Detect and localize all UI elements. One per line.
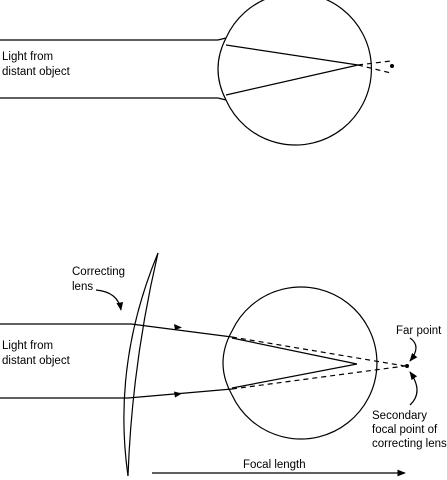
top-image-point	[390, 64, 394, 68]
top-light-label-line1: Light from	[2, 51, 53, 63]
top-dashed-ray-lower	[357, 60, 392, 66]
top-light-label-line2: distant object	[2, 66, 71, 78]
far-point-label: Far point	[396, 325, 442, 337]
secondary-focal-pointer	[409, 371, 418, 406]
top-cornea-entry-upper	[217, 37, 227, 41]
top-refracted-ray-upper	[225, 44, 359, 66]
top-cornea-entry-lower	[217, 97, 227, 101]
correcting-lens-label-line1: Correcting	[72, 266, 125, 278]
correcting-lens-pointer	[95, 289, 124, 311]
secondary-focal-label-line2: focal point of	[372, 424, 438, 436]
bottom-dashed-extension-lower	[231, 365, 406, 390]
top-panel: Light from distant object	[0, 0, 394, 146]
bottom-cornea	[222, 330, 233, 396]
bottom-light-label-line2: distant object	[2, 355, 71, 367]
top-cornea	[217, 37, 227, 101]
top-refracted-ray-lower	[225, 64, 359, 96]
bottom-refracted-ray-lower	[231, 363, 358, 389]
bottom-refracted-ray-upper	[231, 337, 358, 365]
bottom-ray-arrow-lower	[174, 391, 182, 398]
bottom-diverged-ray-upper	[130, 323, 233, 338]
far-point-dot	[405, 364, 409, 368]
bottom-dashed-extension-upper	[231, 336, 406, 367]
correcting-lens-back	[127, 252, 159, 477]
secondary-focal-label-line3: correcting lens	[372, 438, 447, 450]
correcting-lens-label-line2: lens	[72, 281, 93, 293]
bottom-eyeball	[231, 286, 378, 440]
top-dashed-ray-upper	[357, 64, 392, 74]
far-point-pointer	[409, 337, 418, 362]
bottom-light-label-line1: Light from	[2, 340, 53, 352]
bottom-ray-arrow-upper	[174, 324, 182, 330]
bottom-panel: Correcting lens Light from distant objec…	[0, 252, 447, 477]
secondary-focal-label-line1: Secondary	[372, 410, 427, 422]
correcting-lens-front	[123, 252, 159, 477]
focal-length-label: Focal length	[243, 459, 306, 471]
top-eyeball	[225, 0, 372, 146]
